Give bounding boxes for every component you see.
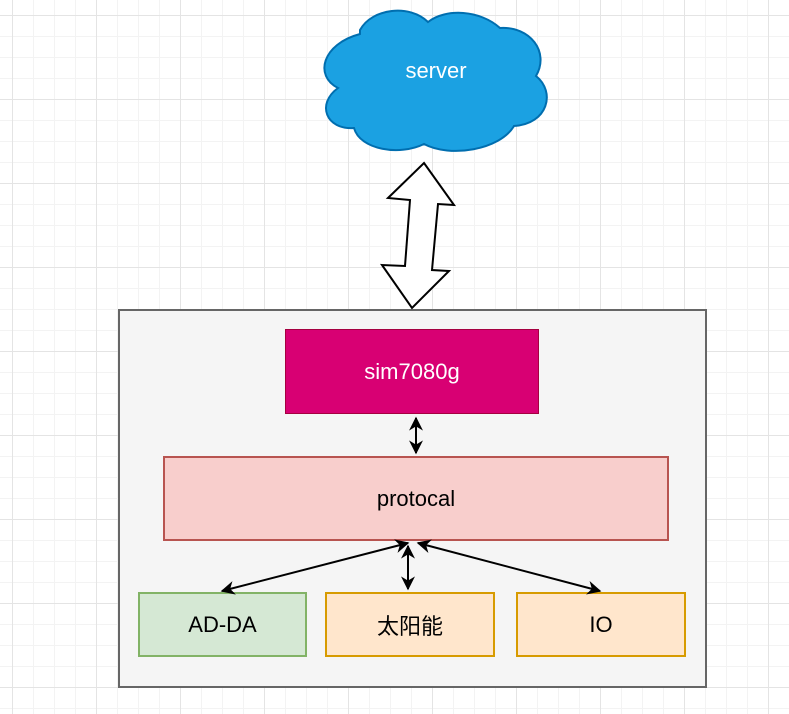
server-cloud-shape[interactable] — [323, 9, 548, 152]
solar-node[interactable]: 太阳能 — [325, 592, 495, 657]
io-label: IO — [589, 611, 613, 637]
ad-da-label: AD-DA — [188, 611, 257, 637]
protocol-label: protocal — [376, 485, 456, 511]
protocol-node[interactable]: protocal — [163, 456, 669, 541]
server-label: server — [405, 58, 467, 83]
solar-label: 太阳能 — [376, 613, 443, 639]
edge-protocol-adda[interactable] — [220, 539, 410, 595]
sim7080g-node[interactable]: sim7080g — [285, 329, 539, 414]
server-device-block-arrow[interactable] — [380, 161, 457, 310]
edge-protocol-io[interactable] — [416, 539, 602, 595]
sim7080g-label: sim7080g — [364, 358, 460, 384]
